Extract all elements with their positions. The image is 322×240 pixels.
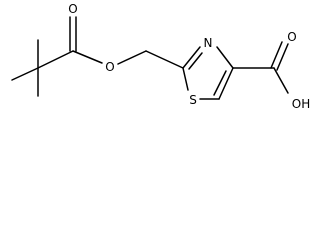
ring-c4-c5-inner-bond bbox=[213, 70, 227, 96]
pivalate-ester-group bbox=[69, 16, 147, 65]
carboxylic-acid-group bbox=[232, 41, 289, 94]
methyl-bond-left bbox=[11, 67, 39, 81]
ring-nitrogen-label: N bbox=[204, 36, 213, 50]
acid-hydroxyl-bond bbox=[273, 67, 289, 94]
thiazole-ester-acid-structure: O O N S O OH bbox=[11, 2, 310, 111]
ring-c2-n3-bond bbox=[182, 46, 201, 69]
ring-c2-n3-inner-bond bbox=[188, 52, 203, 70]
quaternary-to-carbonyl-bond bbox=[37, 50, 74, 69]
ether-oxygen-to-methylene-bond bbox=[117, 50, 147, 65]
thiazole-ring bbox=[182, 46, 234, 100]
acid-carbonyl-bond-b bbox=[276, 43, 289, 71]
ring-sulfur-label: S bbox=[189, 93, 197, 107]
carbonyl-to-ether-oxygen-bond bbox=[72, 50, 103, 64]
acid-carbonyl-bond-a bbox=[270, 41, 283, 69]
atom-labels: O O N S O OH bbox=[68, 2, 310, 111]
acid-carbonyl-oxygen-label: O bbox=[287, 30, 296, 44]
acid-hydroxyl-label: OH bbox=[292, 97, 310, 111]
ester-carbonyl-oxygen-label: O bbox=[68, 2, 77, 16]
methylene-linker bbox=[145, 50, 184, 69]
ring-n3-c4-bond bbox=[216, 46, 234, 69]
ester-ether-oxygen-label: O bbox=[105, 60, 114, 74]
methylene-to-ring-bond bbox=[145, 50, 184, 69]
ring-c4-c5-bond bbox=[218, 67, 234, 100]
ring-s1-c2-bond bbox=[182, 67, 189, 91]
tert-butyl-group bbox=[11, 39, 74, 97]
